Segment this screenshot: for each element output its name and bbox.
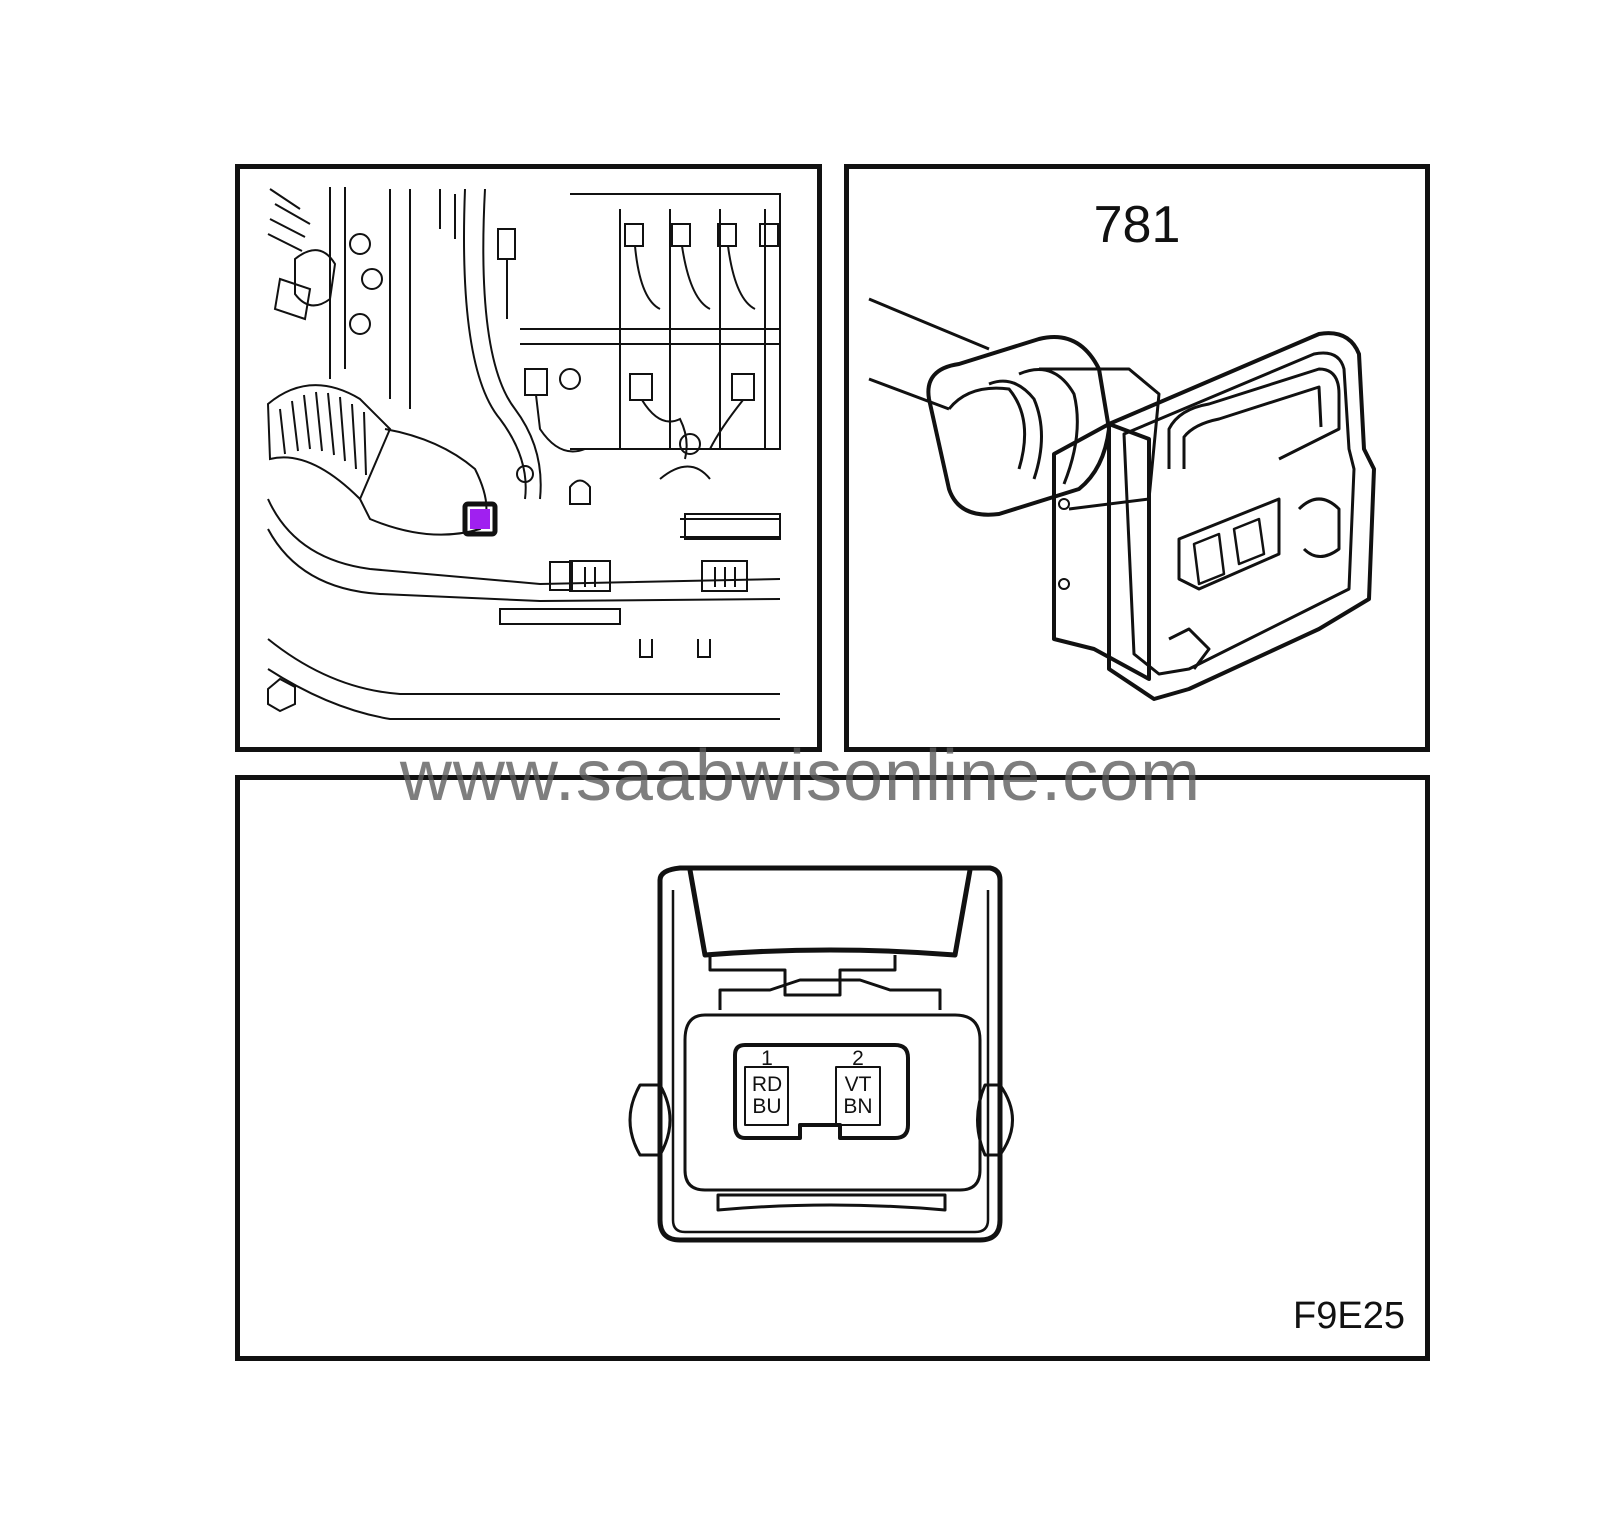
pin-1-color-1: RD — [751, 1073, 783, 1096]
connector-panel: 781 — [844, 164, 1430, 752]
engine-bay-drawing — [266, 187, 781, 720]
pin-2-color-2: BN — [843, 1095, 873, 1118]
pin-1-color-2: BU — [752, 1095, 782, 1118]
pin-1-number: 1 — [761, 1047, 773, 1070]
location-marker-fill — [470, 509, 490, 529]
connector-perspective-drawing — [868, 297, 1376, 701]
pin-2-color-1: VT — [844, 1073, 872, 1096]
connector-face-panel: 1 RD BU 2 VT BN F9E25 — [235, 775, 1430, 1361]
connector-face-drawing — [628, 865, 1014, 1243]
figure-code: F9E25 — [1293, 1295, 1405, 1337]
engine-location-panel — [235, 164, 822, 752]
connector-number: 781 — [1093, 196, 1181, 254]
pin-2-number: 2 — [852, 1047, 864, 1070]
location-marker — [470, 509, 490, 529]
